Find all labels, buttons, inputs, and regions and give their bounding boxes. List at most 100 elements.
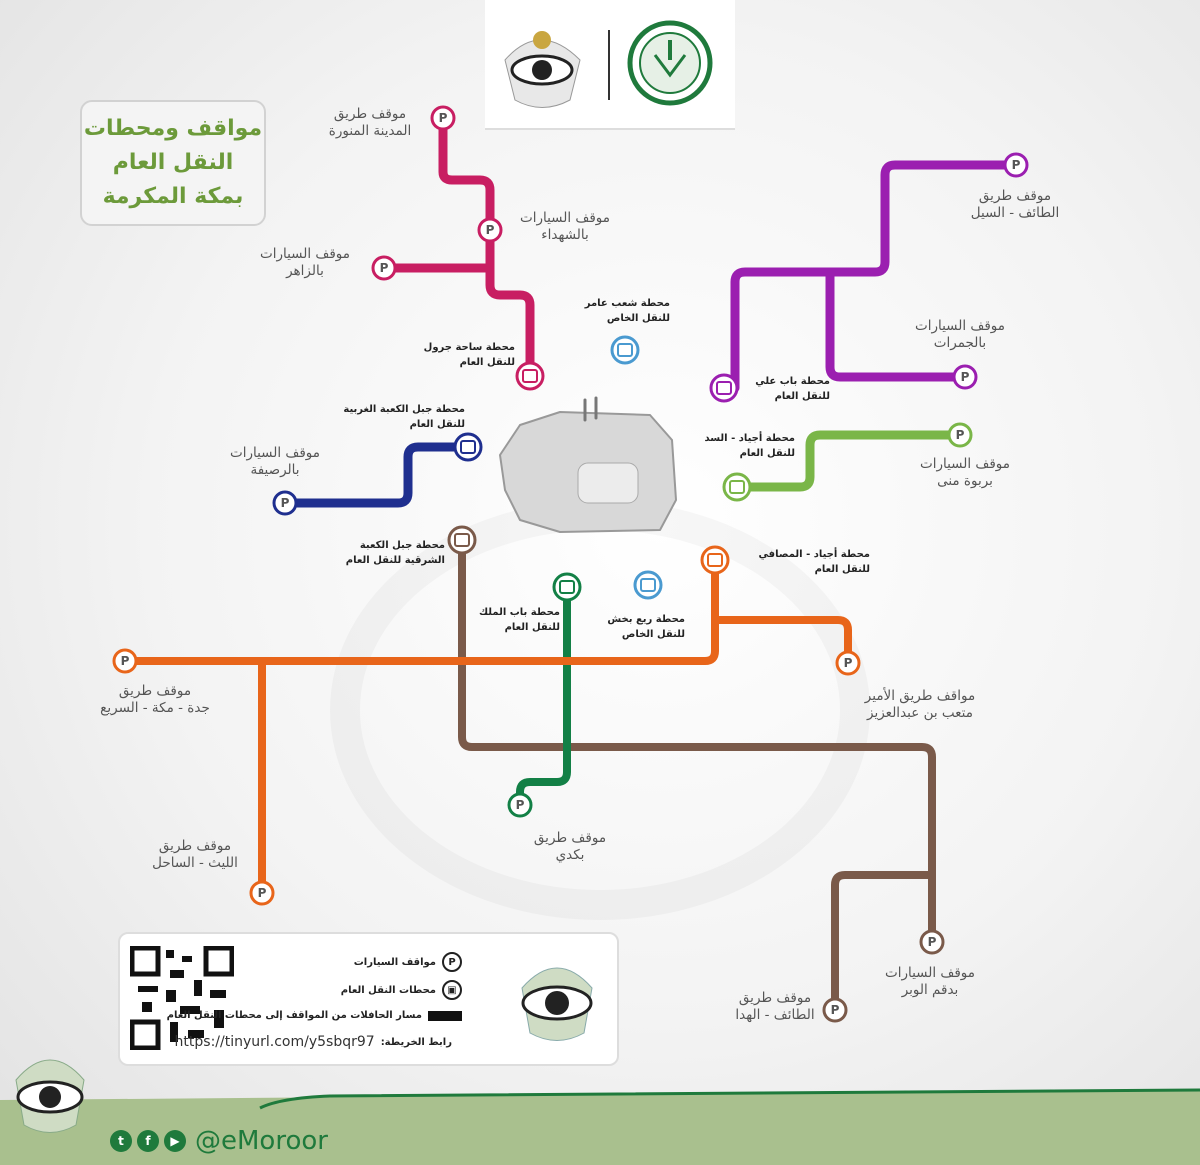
parking-glyph: P — [1012, 158, 1021, 172]
title-line-3: بمكة المكرمة — [102, 184, 244, 209]
ministry-interior-logo — [627, 20, 713, 106]
parking-marker — [249, 880, 275, 906]
header-logos — [485, 0, 735, 130]
route-swatch-icon — [428, 1010, 462, 1021]
parking-glyph: P — [380, 261, 389, 275]
bus-icon — [460, 440, 476, 454]
title-line-2: النقل العام — [112, 150, 234, 175]
qr-code[interactable] — [130, 946, 234, 1050]
map-title-box: مواقف ومحطات النقل العام بمكة المكرمة — [80, 100, 266, 226]
footer-wave — [0, 1088, 1200, 1165]
parking-marker — [371, 255, 397, 281]
navy-route — [280, 442, 473, 508]
bus-station-marker — [722, 472, 752, 502]
social-handle[interactable]: @eMoroor — [195, 1126, 328, 1156]
orange-route — [121, 556, 852, 897]
parking-marker — [272, 490, 298, 516]
parking-marker — [477, 217, 503, 243]
bus-icon — [640, 578, 656, 592]
bus-icon — [729, 480, 745, 494]
parking-glyph: P — [516, 798, 525, 812]
bus-icon — [454, 533, 470, 547]
youtube-icon[interactable]: ▶ — [164, 1130, 186, 1152]
map-link[interactable]: https://tinyurl.com/y5sbqr97 — [174, 1034, 375, 1050]
bus-station-marker — [700, 545, 730, 575]
bus-icon: ▣ — [442, 980, 462, 1000]
legend-route: مسار الحافلات من المواقف إلى محطات النقل… — [167, 1010, 462, 1021]
title-line-1: مواقف ومحطات — [83, 116, 263, 141]
parking-glyph: P — [439, 111, 448, 125]
bus-station-marker — [709, 373, 739, 403]
twitter-icon[interactable]: t — [110, 1130, 132, 1152]
bus-station-marker — [453, 432, 483, 462]
bus-station-marker — [552, 572, 582, 602]
facebook-icon[interactable]: f — [137, 1130, 159, 1152]
parking-marker — [1003, 152, 1029, 178]
pink-route — [379, 113, 535, 381]
parking-marker — [835, 650, 861, 676]
parking-glyph: P — [961, 370, 970, 384]
parking-marker — [430, 105, 456, 131]
social-bar: t f ▶ @eMoroor — [110, 1126, 328, 1156]
brown-route — [458, 536, 936, 1014]
bus-icon — [617, 343, 633, 357]
light-green-route — [732, 430, 965, 492]
parking-glyph: P — [928, 935, 937, 949]
bus-icon — [559, 580, 575, 594]
parking-marker — [822, 997, 848, 1023]
parking-glyph: P — [831, 1003, 840, 1017]
bus-station-marker — [447, 525, 477, 555]
parking-glyph: P — [486, 223, 495, 237]
parking-glyph: P — [844, 656, 853, 670]
bus-icon — [707, 553, 723, 567]
logos-svg — [504, 20, 713, 108]
parking-glyph: P — [281, 496, 290, 510]
kaaba-image — [499, 396, 677, 533]
parking-marker — [112, 648, 138, 674]
parking-glyph: P — [956, 428, 965, 442]
dark-green-route — [516, 583, 571, 809]
legend-link: رابط الخريطة: https://tinyurl.com/y5sbqr… — [174, 1034, 452, 1050]
parking-marker — [952, 364, 978, 390]
legend-stations: ▣محطات النقل العام — [341, 980, 462, 1000]
parking-marker — [947, 422, 973, 448]
parking-glyph: P — [121, 654, 130, 668]
traffic-police-emblem — [521, 967, 593, 1041]
traffic-police-logo — [504, 31, 581, 108]
bus-station-marker — [610, 335, 640, 365]
bus-icon — [522, 369, 538, 383]
footer-emblem — [15, 1059, 85, 1133]
parking-icon: P — [442, 952, 462, 972]
purple-route — [730, 160, 1021, 393]
parking-glyph: P — [258, 886, 267, 900]
parking-marker — [507, 792, 533, 818]
bus-station-marker — [633, 570, 663, 600]
parking-marker — [919, 929, 945, 955]
bus-station-marker — [515, 361, 545, 391]
